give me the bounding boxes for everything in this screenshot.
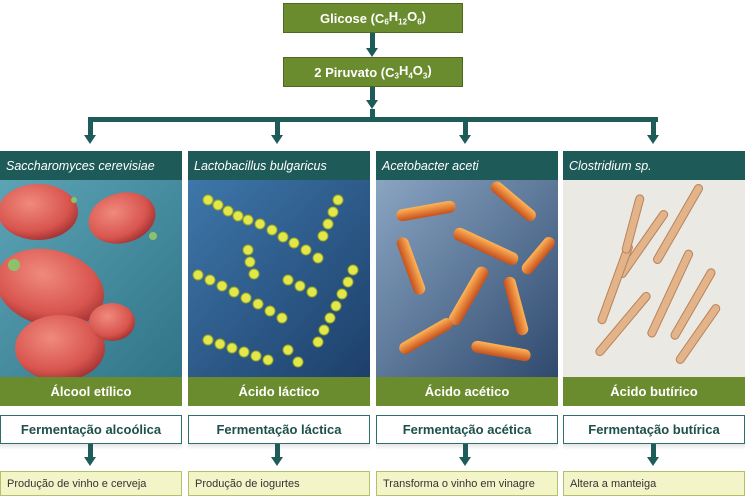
connector-pyruvate-down bbox=[370, 87, 375, 100]
arrowhead bbox=[84, 135, 96, 144]
arrowhead bbox=[647, 457, 659, 466]
fermentation-acetic: Fermentação acética bbox=[376, 415, 558, 444]
arrowhead bbox=[366, 48, 378, 57]
use-connector-2 bbox=[275, 444, 280, 457]
branch-drop-1 bbox=[88, 117, 93, 135]
formula-element: H bbox=[398, 63, 409, 79]
use-connector-3 bbox=[463, 444, 468, 457]
fermentation-alcoholic: Fermentação alcoólica bbox=[0, 415, 182, 444]
use-connector-4 bbox=[651, 444, 656, 457]
use-yogurt: Produção de iogurtes bbox=[188, 471, 370, 496]
arrowhead bbox=[366, 100, 378, 109]
glucose-label: Glicose (C bbox=[320, 10, 385, 26]
pyruvate-label: 2 Piruvato (C bbox=[314, 64, 395, 80]
organism-label: Saccharomyces cerevisiae bbox=[0, 151, 182, 180]
use-butter: Altera a manteiga bbox=[563, 471, 745, 496]
connector-glucose-pyruvate bbox=[370, 33, 375, 48]
formula-subscript: 12 bbox=[398, 17, 408, 27]
column-clostridium: Clostridium sp. bbox=[563, 151, 745, 180]
use-connector-1 bbox=[88, 444, 93, 457]
product-ethanol: Álcool etílico bbox=[0, 377, 182, 406]
arrowhead bbox=[459, 135, 471, 144]
fermentation-butyric: Fermentação butírica bbox=[563, 415, 745, 444]
formula-subscript: 6 bbox=[384, 17, 389, 27]
use-vinegar: Transforma o vinho em vinagre bbox=[376, 471, 558, 496]
branch-drop-4 bbox=[651, 117, 656, 135]
column-lactobacillus: Lactobacillus bulgaricus bbox=[188, 151, 370, 180]
yeast-micrograph bbox=[0, 180, 182, 377]
branch-drop-3 bbox=[463, 117, 468, 135]
lactobacillus-micrograph bbox=[188, 180, 370, 377]
organism-label: Acetobacter aceti bbox=[376, 151, 558, 180]
acetobacter-micrograph bbox=[376, 180, 558, 377]
formula-subscript: 6 bbox=[417, 17, 422, 27]
formula-element: ) bbox=[427, 63, 432, 79]
pyruvate-formula: 3H4O3) bbox=[394, 63, 431, 81]
product-lactic-acid: Ácido láctico bbox=[188, 377, 370, 406]
arrowhead bbox=[459, 457, 471, 466]
fermentation-lactic: Fermentação láctica bbox=[188, 415, 370, 444]
formula-element: ) bbox=[421, 9, 426, 25]
branch-drop-2 bbox=[275, 117, 280, 135]
use-wine-beer: Produção de vinho e cerveja bbox=[0, 471, 182, 496]
arrowhead bbox=[271, 135, 283, 144]
formula-subscript: 3 bbox=[394, 71, 399, 81]
formula-element: O bbox=[412, 63, 423, 79]
arrowhead bbox=[84, 457, 96, 466]
formula-subscript: 4 bbox=[408, 71, 413, 81]
clostridium-micrograph bbox=[563, 180, 745, 377]
glucose-formula: 6H12O6) bbox=[384, 9, 426, 27]
product-acetic-acid: Ácido acético bbox=[376, 377, 558, 406]
product-butyric-acid: Ácido butírico bbox=[563, 377, 745, 406]
organism-label: Clostridium sp. bbox=[563, 151, 745, 180]
arrowhead bbox=[271, 457, 283, 466]
column-acetobacter: Acetobacter aceti bbox=[376, 151, 558, 180]
formula-subscript: 3 bbox=[422, 71, 428, 81]
organism-label: Lactobacillus bulgaricus bbox=[188, 151, 370, 180]
formula-element: O bbox=[407, 9, 418, 25]
branch-stem bbox=[370, 109, 375, 121]
arrowhead bbox=[647, 135, 659, 144]
column-saccharomyces: Saccharomyces cerevisiae bbox=[0, 151, 182, 180]
formula-element: H bbox=[388, 9, 399, 25]
